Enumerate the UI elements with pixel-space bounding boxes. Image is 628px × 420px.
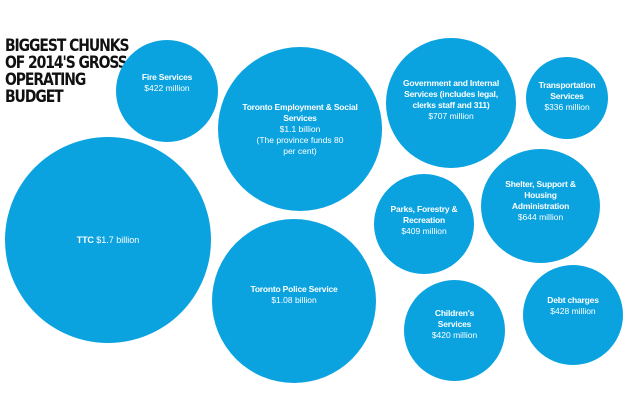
bubble-transportation-services: Transportation Services $336 million (526, 57, 608, 139)
bubble-label: Children's Services (434, 308, 475, 329)
bubble-employment-social-services: Toronto Employment & Social Services $1.… (218, 47, 382, 211)
bubble-amount: $422 million (144, 83, 190, 93)
bubble-amount: $1.1 billion (279, 123, 321, 134)
bubble-label: Debt charges (547, 295, 599, 305)
bubble-amount: $1.08 billion (271, 295, 317, 305)
bubble-amount: $420 million (431, 330, 478, 340)
bubble-debt-charges: Debt charges $428 million (523, 265, 623, 365)
bubble-label: Transportation Services (538, 79, 596, 101)
bubble-note: (The province funds 80 per cent) (256, 134, 344, 156)
bubble-amount: $644 million (517, 212, 564, 222)
title-line: operating (5, 70, 86, 90)
bubble-police-service: Toronto Police Service $1.08 billion (212, 219, 376, 383)
title-line: budget (5, 87, 64, 107)
title-line: Biggest chunks (5, 36, 129, 56)
bubble-ttc: TTC $1.7 billion (5, 137, 211, 343)
bubble-label: Government and Internal Services (includ… (402, 78, 499, 110)
bubble-amount: $1.7 billion (96, 234, 140, 245)
bubble-childrens-services: Children's Services $420 million (404, 280, 505, 381)
bubble-fire-services: Fire Services $422 million (116, 40, 218, 142)
chart-title: Biggest chunks of 2014's gross operating… (5, 36, 129, 107)
bubble-label: Fire Services (141, 72, 193, 82)
bubble-label: Shelter, Support & Housing Administratio… (505, 179, 576, 211)
bubble-label: Parks, Forestry & Recreation (390, 203, 458, 225)
bubble-amount: $336 million (544, 101, 590, 112)
title-line: of 2014's gross (5, 53, 128, 73)
bubble-label: TTC (76, 234, 94, 245)
bubble-amount: $428 million (550, 306, 596, 316)
bubble-amount: $707 million (428, 111, 474, 121)
bubble-shelter-support-housing: Shelter, Support & Housing Administratio… (481, 149, 600, 263)
bubble-label: Toronto Police Service (250, 284, 338, 294)
bubble-parks-forestry-recreation: Parks, Forestry & Recreation $409 millio… (374, 174, 474, 274)
bubble-government-internal-services: Government and Internal Services (includ… (386, 38, 516, 168)
bubble-label: Toronto Employment & Social Services (242, 101, 358, 123)
bubble-amount: $409 million (401, 225, 447, 236)
